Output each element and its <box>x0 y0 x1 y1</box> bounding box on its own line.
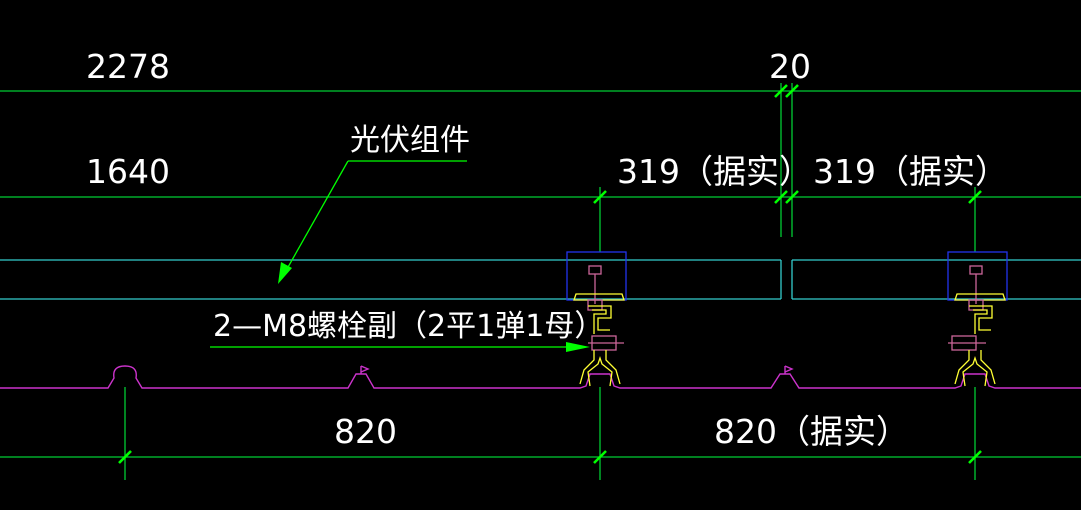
tick-mark <box>774 84 788 98</box>
rib-flag <box>360 365 370 373</box>
roof-sheet-profile <box>0 365 1081 389</box>
tick-mark <box>774 190 788 204</box>
tick-mark <box>593 450 607 464</box>
z-bracket <box>588 305 612 331</box>
tick-mark <box>968 450 982 464</box>
pv-module-label: 光伏组件 <box>350 123 470 158</box>
dimension-lines <box>0 83 1081 480</box>
z-bracket <box>969 305 993 331</box>
panel-length-label: 1640 <box>86 152 170 191</box>
seam-clamp <box>962 355 988 387</box>
leader-line <box>282 160 349 277</box>
tick-mark <box>118 450 132 464</box>
clamp-box <box>566 251 627 301</box>
seam-clamp <box>954 350 996 385</box>
clamp-assembly-right <box>947 251 1008 387</box>
roof-sheet <box>0 365 1081 389</box>
right-offset-label: 319（据实） <box>813 152 1008 191</box>
tick-mark <box>785 84 799 98</box>
seam-clamp <box>587 355 613 387</box>
rib-flag <box>784 365 794 373</box>
tick-mark <box>593 190 607 204</box>
clamp-assembly-left <box>566 251 627 387</box>
dimension-ticks <box>118 84 982 464</box>
bolt-spec-label: 2—M8螺栓副（2平1弹1母） <box>213 309 604 344</box>
bolt-head <box>588 265 602 275</box>
rib-spacing-right-label: 820（据实） <box>714 412 909 451</box>
leaders <box>210 160 566 348</box>
arrow-head <box>566 342 590 352</box>
leader-arrows <box>278 262 590 352</box>
bolt-head <box>969 265 983 275</box>
pressure-plate <box>573 293 625 301</box>
tick-mark <box>785 190 799 204</box>
gap-label: 20 <box>769 47 811 86</box>
left-offset-label: 319（据实） <box>617 152 812 191</box>
pv-panels <box>0 259 1081 300</box>
clamp-box <box>947 251 1008 301</box>
pressure-plate <box>954 293 1006 301</box>
rib-spacing-left-label: 820 <box>334 412 397 451</box>
seam-clamp <box>579 350 621 385</box>
z-bracket <box>592 309 607 334</box>
tick-mark <box>968 190 982 204</box>
z-bracket <box>973 309 988 334</box>
overall-length-label: 2278 <box>86 47 170 86</box>
arrow-head <box>278 262 292 284</box>
